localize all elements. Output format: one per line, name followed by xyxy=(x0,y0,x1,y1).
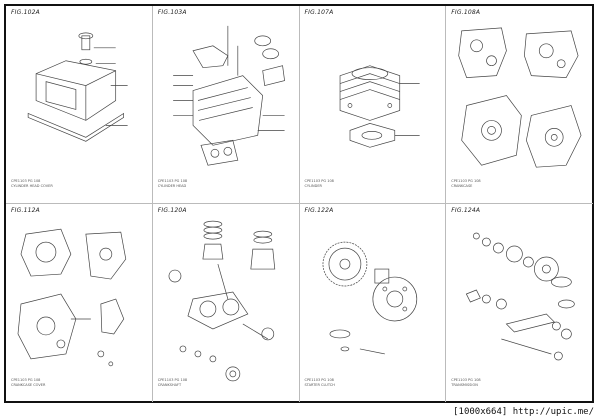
starter-clutch-drawing xyxy=(322,241,417,355)
figure-number: FIG.120A xyxy=(157,207,187,214)
figure-number: FIG.103A xyxy=(157,9,187,16)
figure-number: FIG.102A xyxy=(11,9,40,16)
cylinder-drawing xyxy=(339,65,420,148)
crankshaft-drawing xyxy=(168,220,275,382)
figure-number: FIG.112A xyxy=(11,207,40,214)
figure-number: FIG.124A xyxy=(451,207,481,214)
watermark-text: [1000x664] http://upic.me/ xyxy=(453,407,594,417)
cylinder-head-drawing xyxy=(172,25,285,166)
cylinder-head-cover-drawing xyxy=(27,32,128,142)
figure-number: FIG.107A xyxy=(304,9,334,16)
crankcase-drawing xyxy=(458,27,582,168)
figure-number: FIG.108A xyxy=(451,9,481,16)
figure-number: FIG.122A xyxy=(304,207,334,214)
transmission-drawing xyxy=(466,232,575,361)
crankcase-cover-drawing xyxy=(17,228,127,367)
